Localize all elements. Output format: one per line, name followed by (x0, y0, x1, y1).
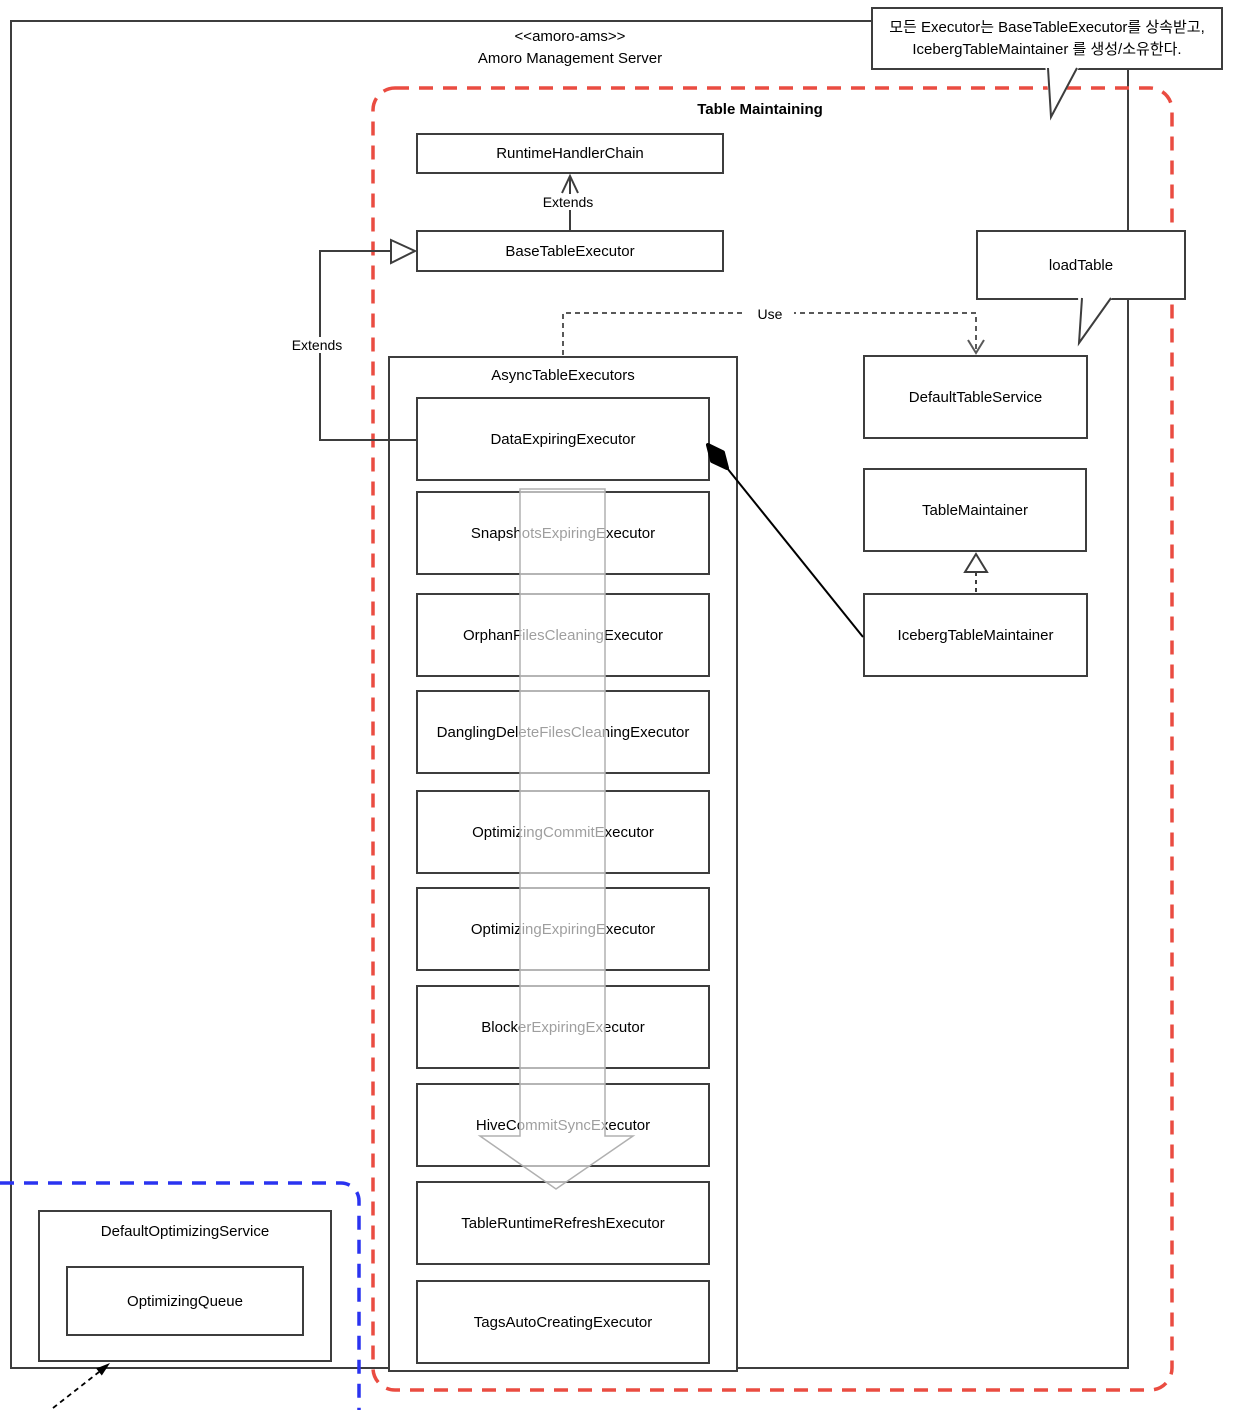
use-label: Use (746, 306, 794, 322)
async-table-executors-label: AsyncTableExecutors (491, 367, 635, 384)
loadtable-callout: loadTable (976, 230, 1186, 300)
executor-box: OptimizingCommitExecutor (416, 790, 710, 874)
extends-left-label: Extends (285, 337, 349, 353)
executor-box: OptimizingExpiringExecutor (416, 887, 710, 971)
class-optimizing-queue: OptimizingQueue (66, 1266, 304, 1336)
note-line1: 모든 Executor는 BaseTableExecutor를 상속받고, (889, 18, 1205, 36)
default-optimizing-service-label: DefaultOptimizingService (100, 1223, 270, 1240)
class-base-table-executor: BaseTableExecutor (416, 230, 724, 272)
executor-box: TableRuntimeRefreshExecutor (416, 1181, 710, 1265)
executor-box: DanglingDeleteFilesCleaningExecutor (416, 690, 710, 774)
note-line2: IcebergTableMaintainer 를 생성/소유한다. (912, 40, 1182, 58)
server-stereotype: <<amoro-ams>> (514, 28, 626, 45)
executor-box: DataExpiringExecutor (416, 397, 710, 481)
server-title: <<amoro-ams>> Amoro Management Server (370, 26, 770, 70)
executor-box: TagsAutoCreatingExecutor (416, 1280, 710, 1364)
executor-box: BlockerExpiringExecutor (416, 985, 710, 1069)
extends-top-label: Extends (536, 194, 600, 210)
incoming-dashed-arrow (52, 1363, 110, 1409)
class-iceberg-table-maintainer: IcebergTableMaintainer (863, 593, 1088, 677)
executor-box: SnapshotsExpiringExecutor (416, 491, 710, 575)
executor-box: HiveCommitSyncExecutor (416, 1083, 710, 1167)
class-table-maintainer: TableMaintainer (863, 468, 1087, 552)
table-maintaining-label: Table Maintaining (697, 101, 823, 118)
class-runtime-handler-chain: RuntimeHandlerChain (416, 133, 724, 174)
note-callout: 모든 Executor는 BaseTableExecutor를 상속받고, Ic… (871, 7, 1223, 70)
server-name: Amoro Management Server (477, 50, 663, 67)
class-default-table-service: DefaultTableService (863, 355, 1088, 439)
executor-box: OrphanFilesCleaningExecutor (416, 593, 710, 677)
